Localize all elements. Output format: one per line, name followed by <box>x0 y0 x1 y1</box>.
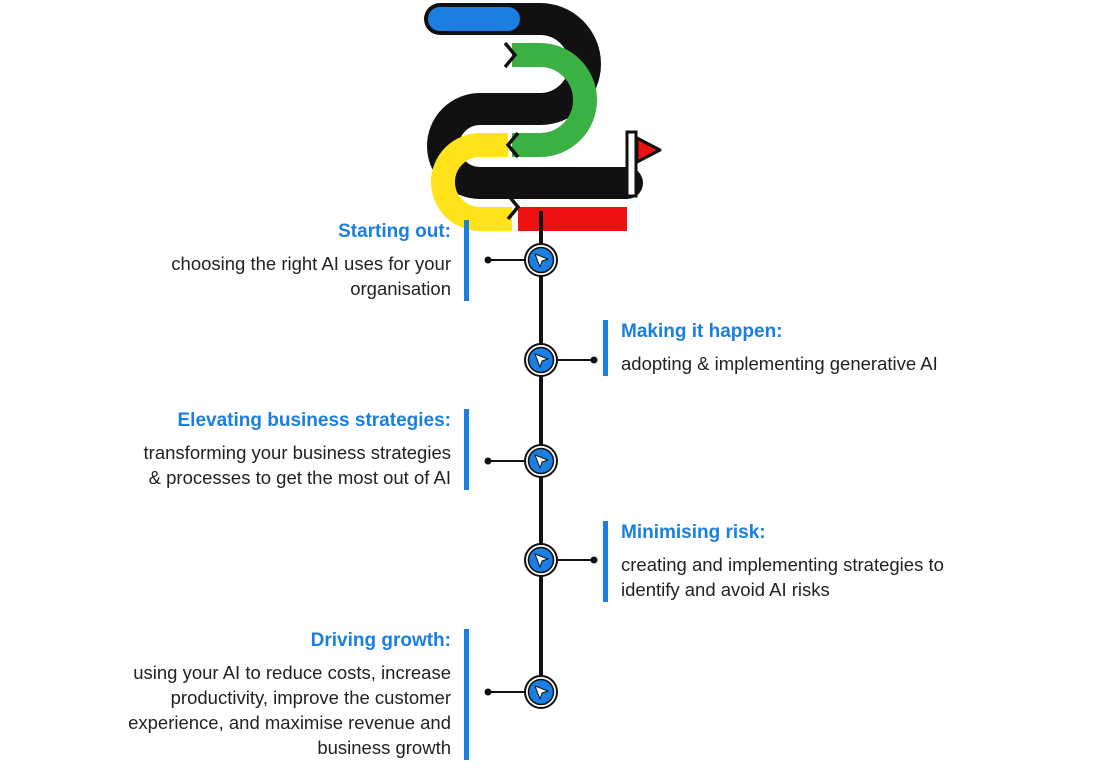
navigation-arrow-icon <box>524 675 558 709</box>
navigation-arrow-icon <box>524 243 558 277</box>
road-green-segment <box>512 43 597 157</box>
connector-dot <box>484 457 492 465</box>
milestone-title: Minimising risk: <box>621 522 766 543</box>
milestone-title: Making it happen: <box>621 321 783 342</box>
milestone-making-it-happen: Making it happen: adopting & implementin… <box>603 320 966 376</box>
milestone-description: choosing the right AI uses for your orga… <box>171 253 451 299</box>
milestone-driving-growth: Driving growth: using your AI to reduce … <box>101 629 469 760</box>
milestone-title: Starting out: <box>338 221 451 242</box>
road-yellow-segment <box>431 133 512 231</box>
winding-road-with-flag-icon <box>424 3 662 231</box>
connector-dot <box>484 256 492 264</box>
milestone-elevating-business-strategies: Elevating business strategies: transform… <box>141 409 469 490</box>
milestone-description: adopting & implementing generative AI <box>621 353 938 374</box>
connector-dot <box>590 556 598 564</box>
milestone-title: Elevating business strategies: <box>177 410 452 431</box>
connector-dot <box>484 688 492 696</box>
timeline-markers <box>524 243 558 709</box>
milestone-minimising-risk: Minimising risk: creating and implementi… <box>603 521 981 602</box>
navigation-arrow-icon <box>524 343 558 377</box>
milestone-description: transforming your business strategies & … <box>143 442 451 488</box>
navigation-arrow-icon <box>524 444 558 478</box>
milestone-starting-out: Starting out: choosing the right AI uses… <box>121 220 469 301</box>
milestone-title: Driving growth: <box>310 630 451 651</box>
milestone-description: using your AI to reduce costs, increase … <box>128 662 451 758</box>
milestone-description: creating and implementing strategies to … <box>621 554 944 600</box>
connector-dot <box>590 356 598 364</box>
segment-dividers <box>503 41 521 221</box>
navigation-arrow-icon <box>524 543 558 577</box>
flag-icon <box>625 130 662 198</box>
